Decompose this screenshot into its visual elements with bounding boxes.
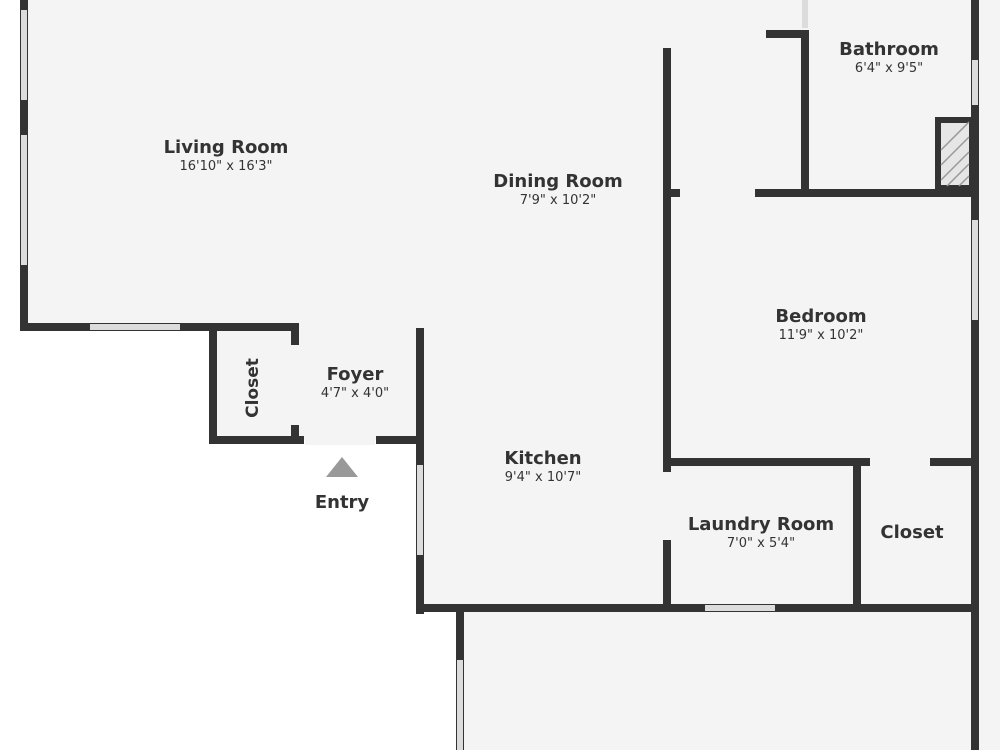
room-dining: Dining Room 7'9" x 10'2" bbox=[493, 171, 622, 209]
room-bathroom: Bathroom 6'4" x 9'5" bbox=[839, 39, 939, 77]
room-laundry: Laundry Room 7'0" x 5'4" bbox=[688, 514, 834, 552]
room-name: Foyer bbox=[326, 364, 384, 385]
entry-label: Entry bbox=[314, 492, 370, 513]
room-dimensions: 4'7" x 4'0" bbox=[320, 386, 390, 401]
room-name: Laundry Room bbox=[687, 514, 835, 535]
room-name: Bathroom bbox=[839, 39, 939, 60]
room-dimensions: 11'9" x 10'2" bbox=[778, 328, 864, 343]
chimney-icon bbox=[935, 117, 975, 191]
room-name: Kitchen bbox=[504, 448, 582, 469]
floor-main bbox=[24, 0, 1000, 750]
room-bedroom: Bedroom 11'9" x 10'2" bbox=[775, 306, 866, 344]
room-kitchen: Kitchen 9'4" x 10'7" bbox=[504, 448, 581, 486]
floor-closet-left bbox=[213, 330, 295, 440]
windows bbox=[21, 0, 978, 750]
room-living: Living Room 16'10" x 16'3" bbox=[164, 137, 289, 175]
room-dimensions: 7'9" x 10'2" bbox=[519, 193, 597, 208]
entry-triangle-icon bbox=[326, 457, 358, 477]
room-name: Dining Room bbox=[493, 171, 623, 192]
room-name: Closet bbox=[880, 522, 944, 543]
room-dimensions: 16'10" x 16'3" bbox=[179, 159, 273, 174]
room-name: Living Room bbox=[163, 137, 289, 158]
door-openings bbox=[290, 188, 930, 540]
room-foyer: Foyer 4'7" x 4'0" bbox=[321, 364, 389, 402]
room-closet-right: Closet bbox=[880, 522, 943, 544]
room-closet-left: Closet bbox=[243, 358, 263, 418]
room-name: Bedroom bbox=[775, 306, 867, 327]
floor-areas bbox=[24, 0, 1000, 750]
room-dimensions: 9'4" x 10'7" bbox=[504, 470, 582, 485]
room-dimensions: 6'4" x 9'5" bbox=[854, 61, 924, 76]
room-dimensions: 7'0" x 5'4" bbox=[726, 536, 796, 551]
